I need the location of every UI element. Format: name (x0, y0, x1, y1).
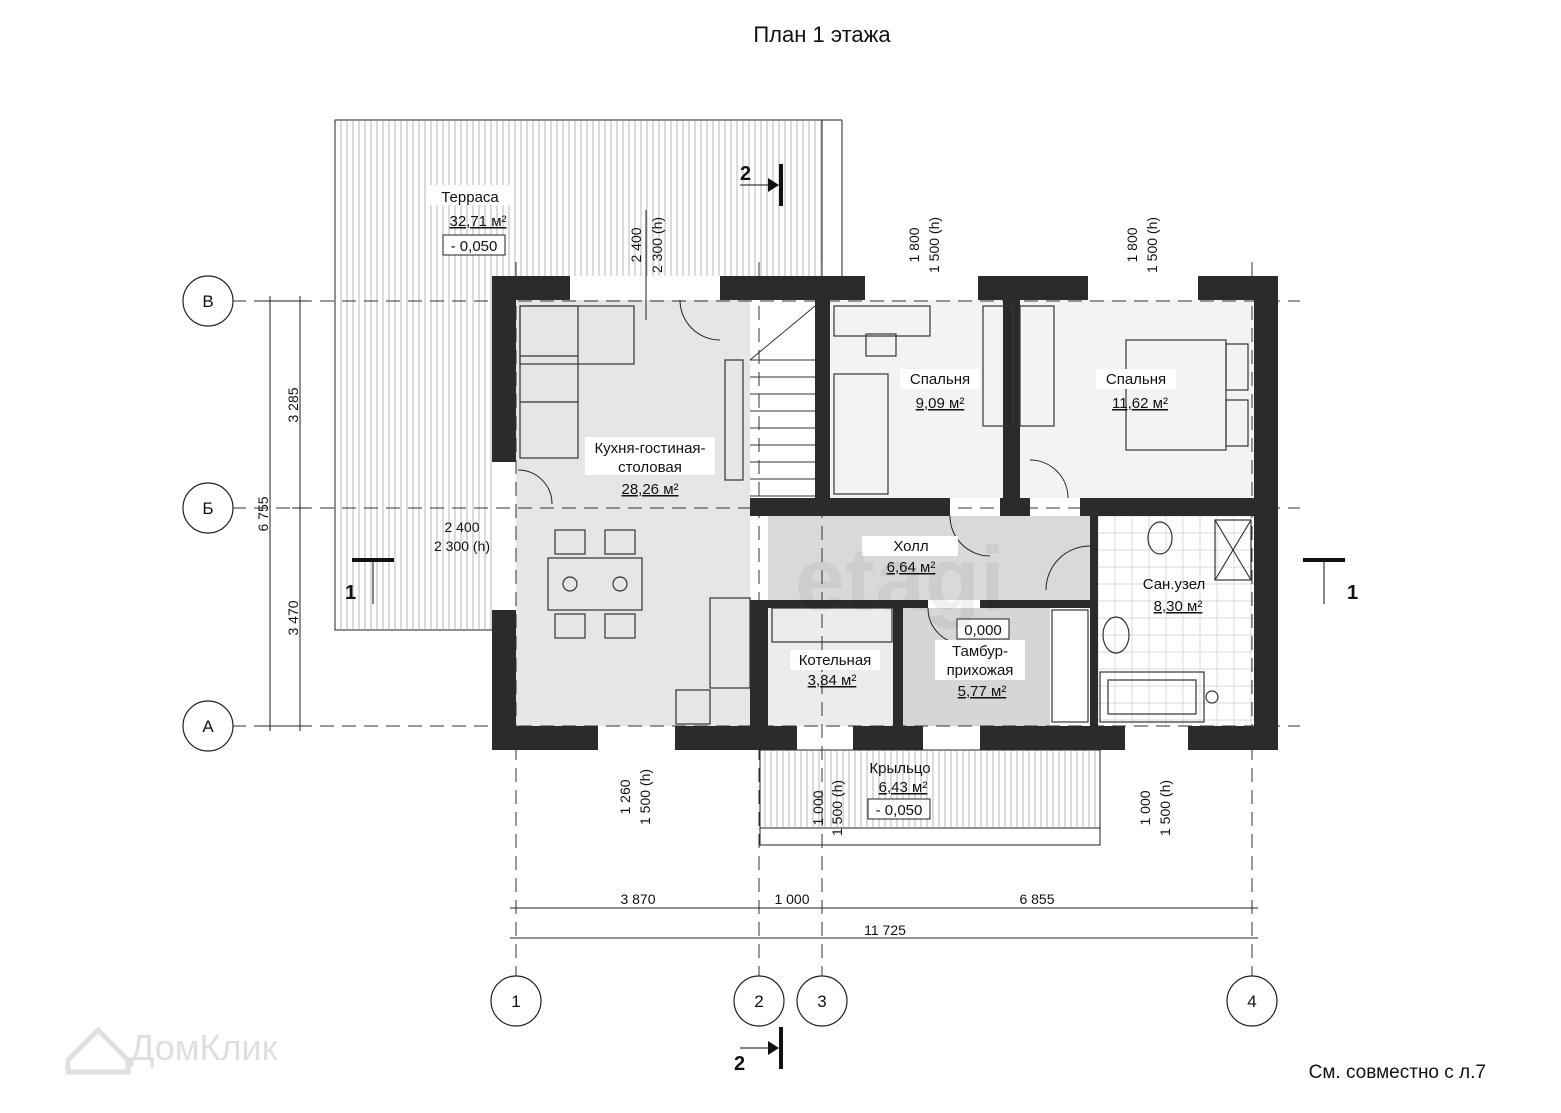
boiler-area: 3,84 м² (808, 672, 857, 689)
section-2-bottom: 2 (734, 1053, 745, 1075)
hall-name: Холл (893, 538, 928, 555)
axis-label-1: 1 (511, 992, 520, 1011)
etagi-watermark: etagi (795, 530, 1005, 630)
bedroom1-floor (830, 300, 1003, 498)
porch-name: Крыльцо (869, 760, 930, 777)
kitchen-window-width: 1 260 (617, 779, 633, 814)
boiler-window-height: 1 500 (h) (829, 780, 845, 836)
bath-window-height: 1 500 (h) (1157, 780, 1173, 836)
bath-name: Сан.узел (1143, 576, 1206, 593)
bedroom2-floor (1020, 300, 1254, 498)
axis-label-a: А (202, 717, 214, 736)
kitchen-area: 28,26 м² (621, 481, 678, 498)
section-2-top: 2 (740, 163, 751, 185)
terrace-decking-hatch (340, 121, 822, 629)
opening-dimensions: 2 400 2 300 (h) 1 800 1 500 (h) 1 800 1 … (434, 210, 1173, 836)
hall-area: 6,64 м² (887, 559, 936, 576)
section-marks: 2 2 1 1 (345, 163, 1358, 1075)
axis-label-2: 2 (754, 992, 763, 1011)
dimension-lines: 6 755 3 285 3 470 3 870 1 000 6 855 11 7… (255, 296, 1258, 939)
bedroom2-name: Спальня (1106, 371, 1166, 388)
porch-level: - 0,050 (876, 802, 923, 819)
terrace-door-width: 2 400 (628, 227, 644, 262)
furniture (517, 299, 1252, 725)
axis-label-4: 4 (1247, 992, 1256, 1011)
plan-title: План 1 этажа (753, 22, 891, 47)
room-labels: Терраса 32,71 м² - 0,050 Кухня-гостиная-… (428, 185, 1206, 820)
bathroom-tiles (1097, 515, 1254, 726)
axis-label-3: 3 (817, 992, 826, 1011)
staircase (749, 305, 816, 497)
axis-bubbles: В Б А 1 2 3 4 (182, 275, 1278, 1027)
bedroom1-area: 9,09 м² (916, 395, 965, 412)
bed1-window-height: 1 500 (h) (926, 217, 942, 273)
walls (492, 276, 1278, 750)
boiler-name: Котельная (799, 652, 872, 669)
vestibule-name-1: Тамбур- (952, 643, 1008, 660)
terrace-door-height: 2 300 (h) (649, 217, 665, 273)
porch-area: 6,43 м² (879, 779, 928, 796)
vestibule-level: 0,000 (964, 622, 1002, 639)
terrace-level: - 0,050 (451, 238, 498, 255)
bedroom2-area: 11,62 м² (1112, 395, 1168, 412)
boiler-window-width: 1 000 (810, 790, 826, 825)
kitchen-name-2: столовая (618, 459, 682, 476)
dim-total-vertical: 6 755 (255, 496, 271, 531)
section-1-right: 1 (1347, 582, 1358, 604)
dim-total-horizontal: 11 725 (864, 922, 906, 938)
dim-v2: 3 470 (285, 600, 301, 635)
vestibule-area: 5,77 м² (958, 683, 1007, 700)
dim-h2: 1 000 (774, 891, 809, 907)
kitchen-name-1: Кухня-гостиная- (594, 440, 705, 457)
dim-h1: 3 870 (620, 891, 655, 907)
bed2-window-height: 1 500 (h) (1144, 217, 1160, 273)
bath-area: 8,30 м² (1154, 598, 1203, 615)
domclick-watermark: ДомКлик (65, 1026, 278, 1075)
dim-v1: 3 285 (285, 387, 301, 422)
axis-label-v: В (202, 292, 213, 311)
terrace-name: Терраса (441, 189, 499, 206)
terrace-area: 32,71 м² (449, 213, 506, 230)
sheet-note: См. совместно с л.7 (1309, 1062, 1486, 1083)
kitchen-window-height: 1 500 (h) (637, 769, 653, 825)
bath-window-width: 1 000 (1137, 790, 1153, 825)
bed2-window-width: 1 800 (1124, 227, 1140, 262)
vestibule-name-2: прихожая (947, 662, 1014, 679)
bedroom1-name: Спальня (910, 371, 970, 388)
dim-h3: 6 855 (1019, 891, 1054, 907)
porch (759, 749, 1101, 846)
side-door-width: 2 400 (444, 519, 479, 535)
domclick-logo-text: ДомКлик (130, 1027, 278, 1068)
side-door-height: 2 300 (h) (434, 538, 490, 554)
kitchen-floor (516, 300, 750, 726)
section-1-left: 1 (345, 582, 356, 604)
axis-label-b: Б (202, 499, 213, 518)
bed1-window-width: 1 800 (906, 227, 922, 262)
